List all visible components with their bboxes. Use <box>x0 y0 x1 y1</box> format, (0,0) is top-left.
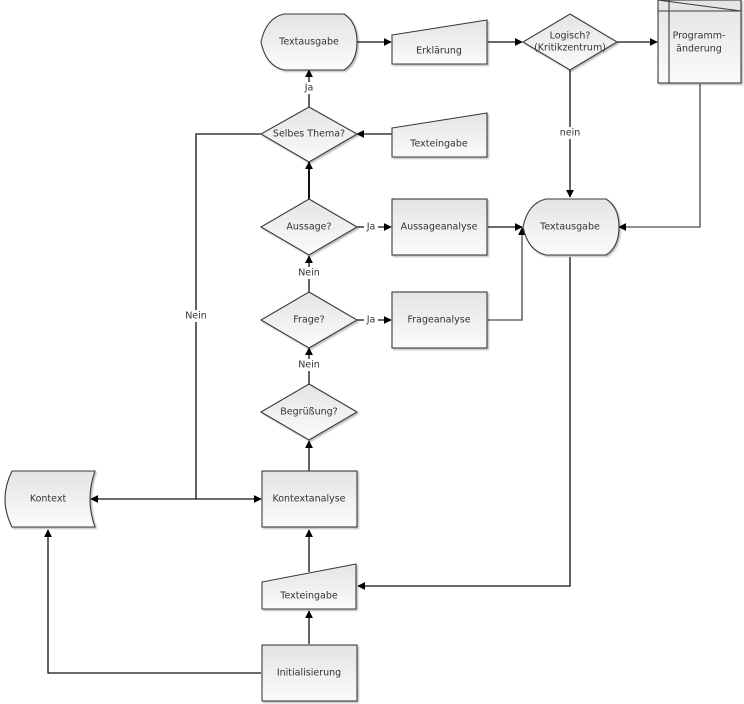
edge-initialisierung-to-kontext <box>44 529 261 674</box>
node-frageanalyse[interactable]: Frageanalyse <box>391 291 488 349</box>
node-label-line2: (Kritikzentrum) <box>534 43 606 54</box>
node-logisch-decision[interactable]: Logisch? (Kritikzentrum) <box>521 13 619 71</box>
node-label: Aussage? <box>286 222 331 233</box>
node-label: Kontextanalyse <box>272 494 345 505</box>
node-begruessung-decision[interactable]: Begrüßung? <box>259 383 359 441</box>
edge-label-nein-frage: Nein <box>298 268 320 279</box>
node-textausgabe-mid[interactable]: Textausgabe <box>522 198 620 256</box>
node-label: Selbes Thema? <box>273 129 345 140</box>
node-aussage-decision[interactable]: Aussage? <box>259 198 359 256</box>
node-label: Erklärung <box>416 46 462 57</box>
node-label: Texteingabe <box>279 591 338 602</box>
node-label: Textausgabe <box>278 37 339 48</box>
node-label: Frage? <box>293 315 324 326</box>
node-textausgabe-top[interactable]: Textausgabe <box>260 13 358 71</box>
edge-labels: Ja nein Ja Nein Ja Nein Nein <box>181 82 583 371</box>
edge-label-ja-frage: Ja <box>366 315 376 326</box>
node-label: Aussageanalyse <box>401 222 478 233</box>
node-label-line1: Logisch? <box>550 31 591 42</box>
node-label-line2: änderung <box>676 44 722 55</box>
node-aussageanalyse[interactable]: Aussageanalyse <box>391 198 488 256</box>
node-selbes-thema-decision[interactable]: Selbes Thema? <box>259 106 359 163</box>
node-label: Textausgabe <box>539 222 600 233</box>
node-label: Initialisierung <box>277 668 341 679</box>
connectors <box>44 38 701 674</box>
node-erklaerung[interactable]: Erklärung <box>391 19 488 65</box>
node-label: Begrüßung? <box>280 407 337 418</box>
edge-label-nein-logisch: nein <box>560 128 581 139</box>
node-frage-decision[interactable]: Frage? <box>259 291 359 349</box>
edge-textausgabe-to-texteingabe <box>357 257 571 590</box>
edge-label-nein-selbes-thema: Nein <box>185 311 207 322</box>
node-programmaenderung[interactable]: Programm- änderung <box>657 0 742 84</box>
node-label: Texteingabe <box>409 139 468 150</box>
node-texteingabe-bottom[interactable]: Texteingabe <box>261 563 357 610</box>
edge-frageanalyse-to-textausgabe <box>488 227 526 321</box>
node-label: Frageanalyse <box>407 315 470 326</box>
node-initialisierung[interactable]: Initialisierung <box>261 644 358 702</box>
node-kontext[interactable]: Kontext <box>4 470 96 528</box>
edge-label-ja-aussage: Ja <box>366 222 376 233</box>
edge-label-ja-top: Ja <box>304 83 314 94</box>
edge-label-nein-begruessung: Nein <box>298 360 320 371</box>
edge-selbes-thema-nein <box>195 133 261 499</box>
node-texteingabe-top[interactable]: Texteingabe <box>391 112 488 158</box>
node-kontextanalyse[interactable]: Kontextanalyse <box>261 470 358 528</box>
node-label: Kontext <box>30 494 67 505</box>
node-label-line1: Programm- <box>673 31 726 42</box>
edge-programmaenderung-to-textausgabe <box>618 84 701 231</box>
